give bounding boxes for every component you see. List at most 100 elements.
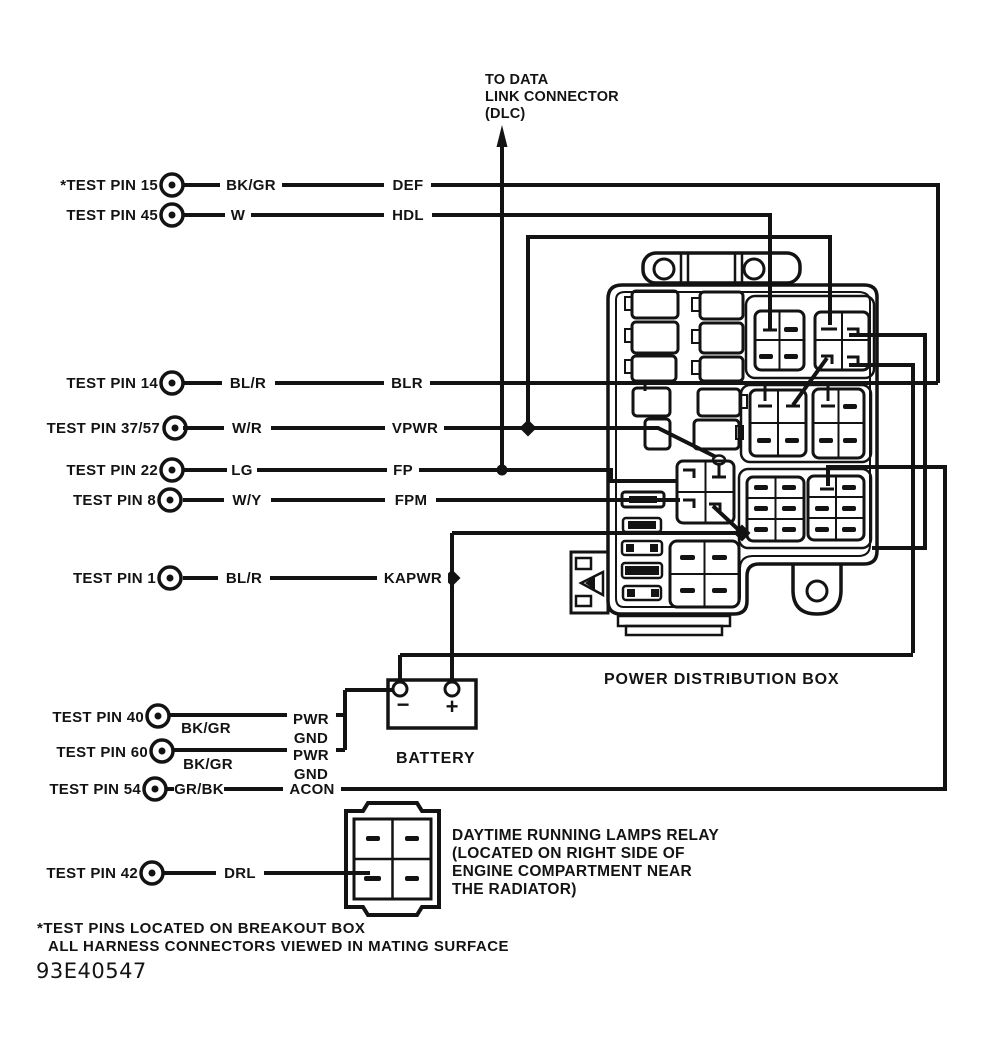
circuit-name: PWR	[293, 747, 329, 764]
wire-color: LG	[231, 462, 252, 479]
relay-compartment	[737, 467, 873, 550]
wire-color-labels: BK/GR W BL/R W/R LG W/Y BL/R BK/GR BK/GR…	[174, 177, 276, 882]
circuit-name: BLR	[391, 375, 423, 392]
pin-label: TEST PIN 37/57	[47, 420, 160, 437]
circuit-name: VPWR	[392, 420, 438, 437]
wire-def	[183, 183, 940, 383]
circuit-name: GND	[294, 766, 328, 783]
wire-relay-link-1	[849, 333, 927, 550]
circuit-name: FPM	[395, 492, 428, 509]
mounting-tab	[791, 564, 843, 616]
wire-color: BL/R	[226, 570, 262, 587]
circuit-name: DEF	[393, 177, 424, 194]
footnote-line1: *TEST PINS LOCATED ON BREAKOUT BOX	[37, 920, 365, 937]
circuit-name: FP	[393, 462, 413, 479]
mounting-bracket	[641, 251, 802, 285]
wire-color: GR/BK	[174, 781, 224, 798]
test-pin-icon	[142, 776, 168, 802]
mounting-hole	[805, 579, 829, 603]
power-distribution-box	[569, 251, 879, 637]
battery-label: BATTERY	[396, 750, 475, 767]
mounting-hole	[742, 257, 766, 281]
relay-block-5	[675, 459, 736, 525]
dlc-note-line2: LINK CONNECTOR	[485, 89, 619, 105]
test-pin-labels: *TEST PIN 15 TEST PIN 45 TEST PIN 14 TES…	[46, 177, 160, 882]
circuit-name: KAPWR	[384, 570, 442, 587]
arrow-up-icon	[496, 125, 508, 147]
test-pin-icon	[139, 860, 165, 886]
wire-pwr-gnd	[169, 688, 393, 752]
circuit-name: GND	[294, 730, 328, 747]
test-pin-icon	[157, 565, 183, 591]
battery-positive-terminal	[443, 680, 461, 698]
wire-blr	[183, 381, 938, 408]
relay-block-7	[745, 475, 806, 543]
dlc-note-line3: (DLC)	[485, 106, 525, 122]
foot-flange	[616, 614, 732, 637]
pin-label: TEST PIN 54	[49, 781, 141, 798]
test-pin-icon	[159, 202, 185, 228]
fuse-bank	[624, 289, 748, 451]
pin-label: TEST PIN 22	[66, 462, 158, 479]
pin-label: TEST PIN 14	[66, 375, 158, 392]
relay-block-8	[806, 474, 866, 542]
side-connector	[569, 550, 610, 615]
drl-relay-note-line2: (LOCATED ON RIGHT SIDE OF	[452, 845, 685, 862]
wire-relay-diagonal	[786, 356, 829, 408]
dlc-note: TO DATA LINK CONNECTOR (DLC)	[485, 72, 619, 122]
test-pin-icon	[159, 457, 185, 483]
wire-color: BK/GR	[183, 756, 233, 773]
wire-relay-link-2	[849, 363, 915, 653]
label-gaps	[174, 175, 448, 882]
pin-label: TEST PIN 60	[56, 744, 148, 761]
test-pin-icon	[145, 703, 171, 729]
wire-ground	[398, 653, 913, 681]
circuit-labels: DEF HDL BLR VPWR FP FPM KAPWR PWR GND PW…	[289, 177, 442, 798]
relay-block-1	[753, 309, 806, 372]
wire-color: DRL	[224, 865, 256, 882]
mounting-hole	[652, 257, 676, 281]
wire-color: W	[231, 207, 246, 224]
footnotes: *TEST PINS LOCATED ON BREAKOUT BOX ALL H…	[36, 920, 509, 983]
pin-label: TEST PIN 45	[66, 207, 158, 224]
circuit-name: ACON	[289, 781, 334, 798]
wire-color: BK/GR	[226, 177, 276, 194]
drl-relay-connector	[344, 801, 441, 917]
test-pin-icon	[157, 487, 183, 513]
drl-relay-note-line4: THE RADIATOR)	[452, 881, 577, 898]
mini-fuse-bank	[620, 490, 666, 602]
battery-positive-symbol: +	[446, 694, 459, 719]
wire-dlc	[496, 125, 508, 476]
pin-label: TEST PIN 40	[52, 709, 144, 726]
test-pin-icon	[159, 370, 185, 396]
footnote-line2: ALL HARNESS CONNECTORS VIEWED IN MATING …	[48, 938, 509, 955]
wire-color: W/Y	[232, 492, 261, 509]
power-distribution-box-label: POWER DISTRIBUTION BOX	[604, 671, 839, 688]
component-labels: − + BATTERY POWER DISTRIBUTION BOX DAYTI…	[396, 671, 839, 898]
relay-compartment	[739, 383, 873, 464]
battery-negative-symbol: −	[397, 692, 410, 717]
relay-block-2	[813, 310, 871, 372]
circuit-name: HDL	[392, 207, 424, 224]
battery	[386, 678, 478, 730]
relay-compartment	[744, 294, 876, 380]
pin-label: TEST PIN 1	[73, 570, 156, 587]
test-pin-icon	[149, 738, 175, 764]
pin-label: TEST PIN 8	[73, 492, 156, 509]
battery-negative-terminal	[391, 680, 409, 698]
drl-relay-note-line1: DAYTIME RUNNING LAMPS RELAY	[452, 827, 719, 844]
figure-id: 93E40547	[36, 959, 147, 983]
dlc-note-line1: TO DATA	[485, 72, 549, 88]
test-pin-icon	[162, 415, 188, 441]
drl-relay-note-line3: ENGINE COMPARTMENT NEAR	[452, 863, 692, 880]
circuit-name: PWR	[293, 711, 329, 728]
wire-color: BL/R	[230, 375, 266, 392]
relay-block-4	[811, 387, 866, 460]
pin-label: *TEST PIN 15	[60, 177, 158, 194]
wire-color: W/R	[232, 420, 262, 437]
wire-acon	[166, 465, 947, 791]
wire-color: BK/GR	[181, 720, 231, 737]
test-pin-icon	[159, 172, 185, 198]
